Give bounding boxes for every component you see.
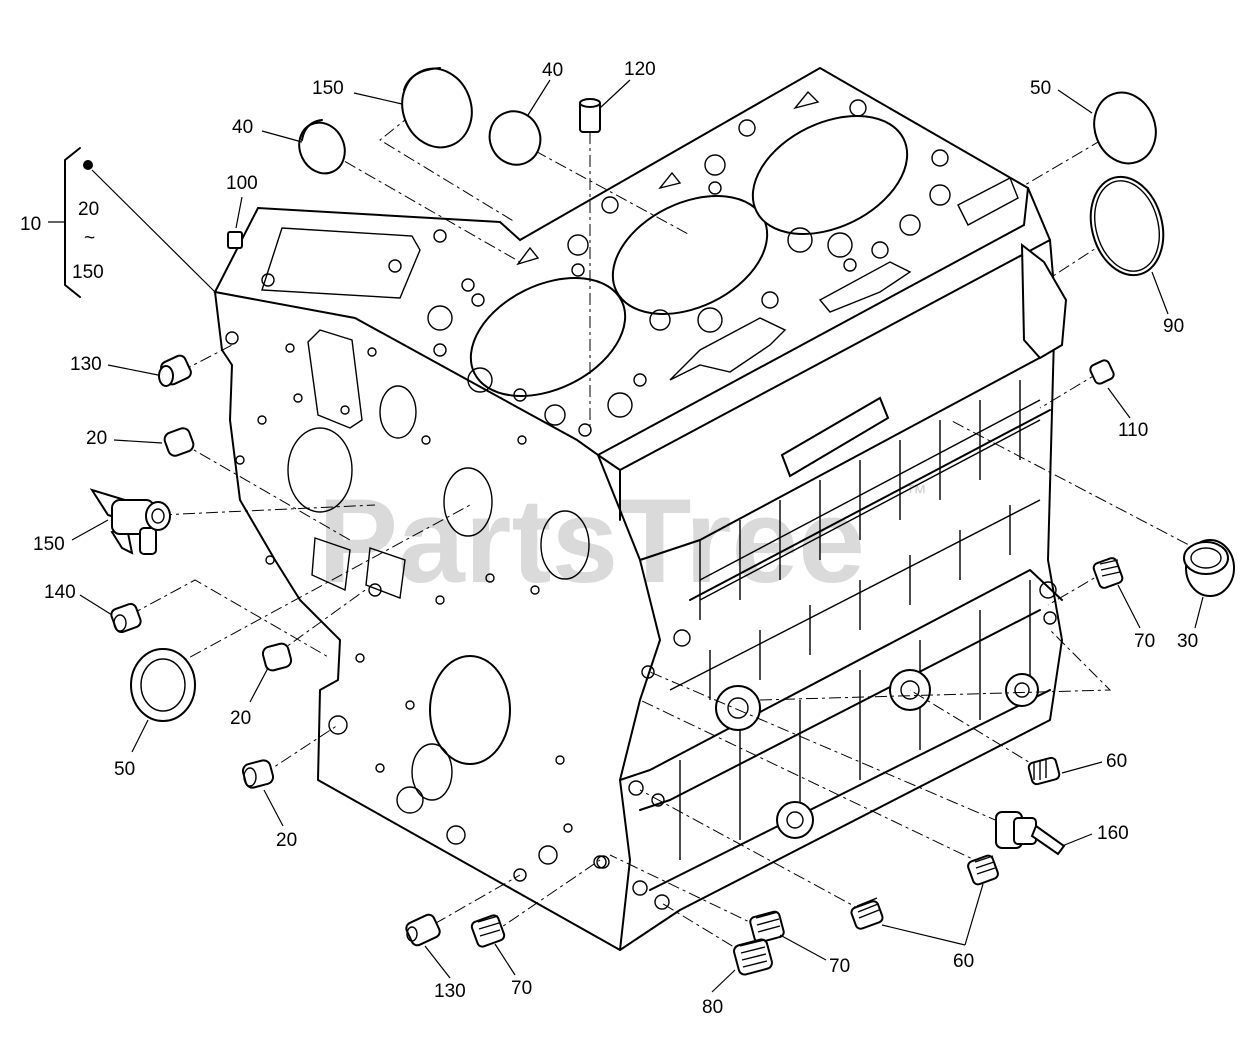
part-plug-60-right[interactable]: [1027, 756, 1061, 786]
callout-50[interactable]: 50: [1030, 78, 1051, 99]
callout-90[interactable]: 90: [1163, 316, 1184, 337]
leader-lines: [71, 79, 1204, 993]
watermark: PartsTree: [318, 474, 865, 608]
part-bushing-130-bottom[interactable]: [404, 913, 441, 947]
callout-130[interactable]: 130: [70, 354, 102, 375]
callout-40[interactable]: 40: [232, 117, 253, 138]
part-bushing-130-top[interactable]: [158, 354, 193, 387]
part-plug-150-top[interactable]: [391, 59, 482, 157]
part-bushing-140[interactable]: [110, 602, 143, 634]
part-plug-50-top[interactable]: [1084, 84, 1165, 172]
assembly-range-sep: ~: [84, 228, 95, 249]
callout-50[interactable]: 50: [114, 759, 135, 780]
part-pin-100[interactable]: [227, 231, 243, 249]
callout-20[interactable]: 20: [86, 428, 107, 449]
part-plug-60-mid[interactable]: [967, 854, 1000, 886]
watermark-trademark: ™: [905, 480, 927, 505]
callout-60[interactable]: 60: [953, 951, 974, 972]
part-oil-switch-160[interactable]: [995, 811, 1066, 856]
part-plug-70-bottom[interactable]: [470, 914, 506, 948]
assembly-number: 10: [20, 214, 41, 235]
part-cock-150[interactable]: [89, 488, 171, 555]
part-plug-40-left[interactable]: [291, 115, 353, 181]
assembly-range-to: 150: [72, 262, 104, 283]
part-pin-20-a[interactable]: [163, 426, 196, 457]
callout-160[interactable]: 160: [1097, 823, 1129, 844]
part-gasket-90[interactable]: [1080, 169, 1173, 284]
callout-30[interactable]: 30: [1177, 631, 1198, 652]
part-oil-seal-50[interactable]: [130, 648, 196, 722]
assembly-bracket: 10 20 ~ 150: [20, 147, 216, 298]
callout-130[interactable]: 130: [434, 981, 466, 1002]
callout-70[interactable]: 70: [829, 956, 850, 977]
callout-labels: 150 40 40 120 50 100 90 130 110 20 150 3…: [33, 59, 1198, 1018]
callout-110[interactable]: 110: [1118, 420, 1148, 441]
callout-60[interactable]: 60: [1106, 751, 1127, 772]
part-plug-70-right[interactable]: [1092, 557, 1124, 590]
callout-150[interactable]: 150: [33, 534, 65, 555]
part-plug-80[interactable]: [733, 938, 774, 976]
part-pin-120[interactable]: [579, 98, 601, 133]
callout-40[interactable]: 40: [542, 60, 563, 81]
cylinder-block[interactable]: [213, 66, 1068, 951]
part-plug-60-lower[interactable]: [850, 897, 884, 930]
callout-80[interactable]: 80: [702, 997, 723, 1018]
callout-20[interactable]: 20: [276, 830, 297, 851]
part-plug-70-lower[interactable]: [749, 910, 785, 944]
callout-70[interactable]: 70: [511, 978, 532, 999]
part-plug-40-top[interactable]: [481, 103, 549, 173]
part-pin-110[interactable]: [1089, 359, 1116, 386]
part-pin-20-b[interactable]: [261, 642, 293, 672]
callout-140[interactable]: 140: [44, 582, 76, 603]
callout-150[interactable]: 150: [312, 78, 344, 99]
callout-70[interactable]: 70: [1134, 631, 1155, 652]
callout-120[interactable]: 120: [624, 59, 656, 80]
part-bushing-20-c[interactable]: [241, 759, 275, 789]
part-oil-seal-30[interactable]: [1183, 539, 1235, 597]
callout-20[interactable]: 20: [230, 708, 251, 729]
assembly-range-from: 20: [78, 199, 99, 220]
callout-100[interactable]: 100: [226, 173, 258, 194]
